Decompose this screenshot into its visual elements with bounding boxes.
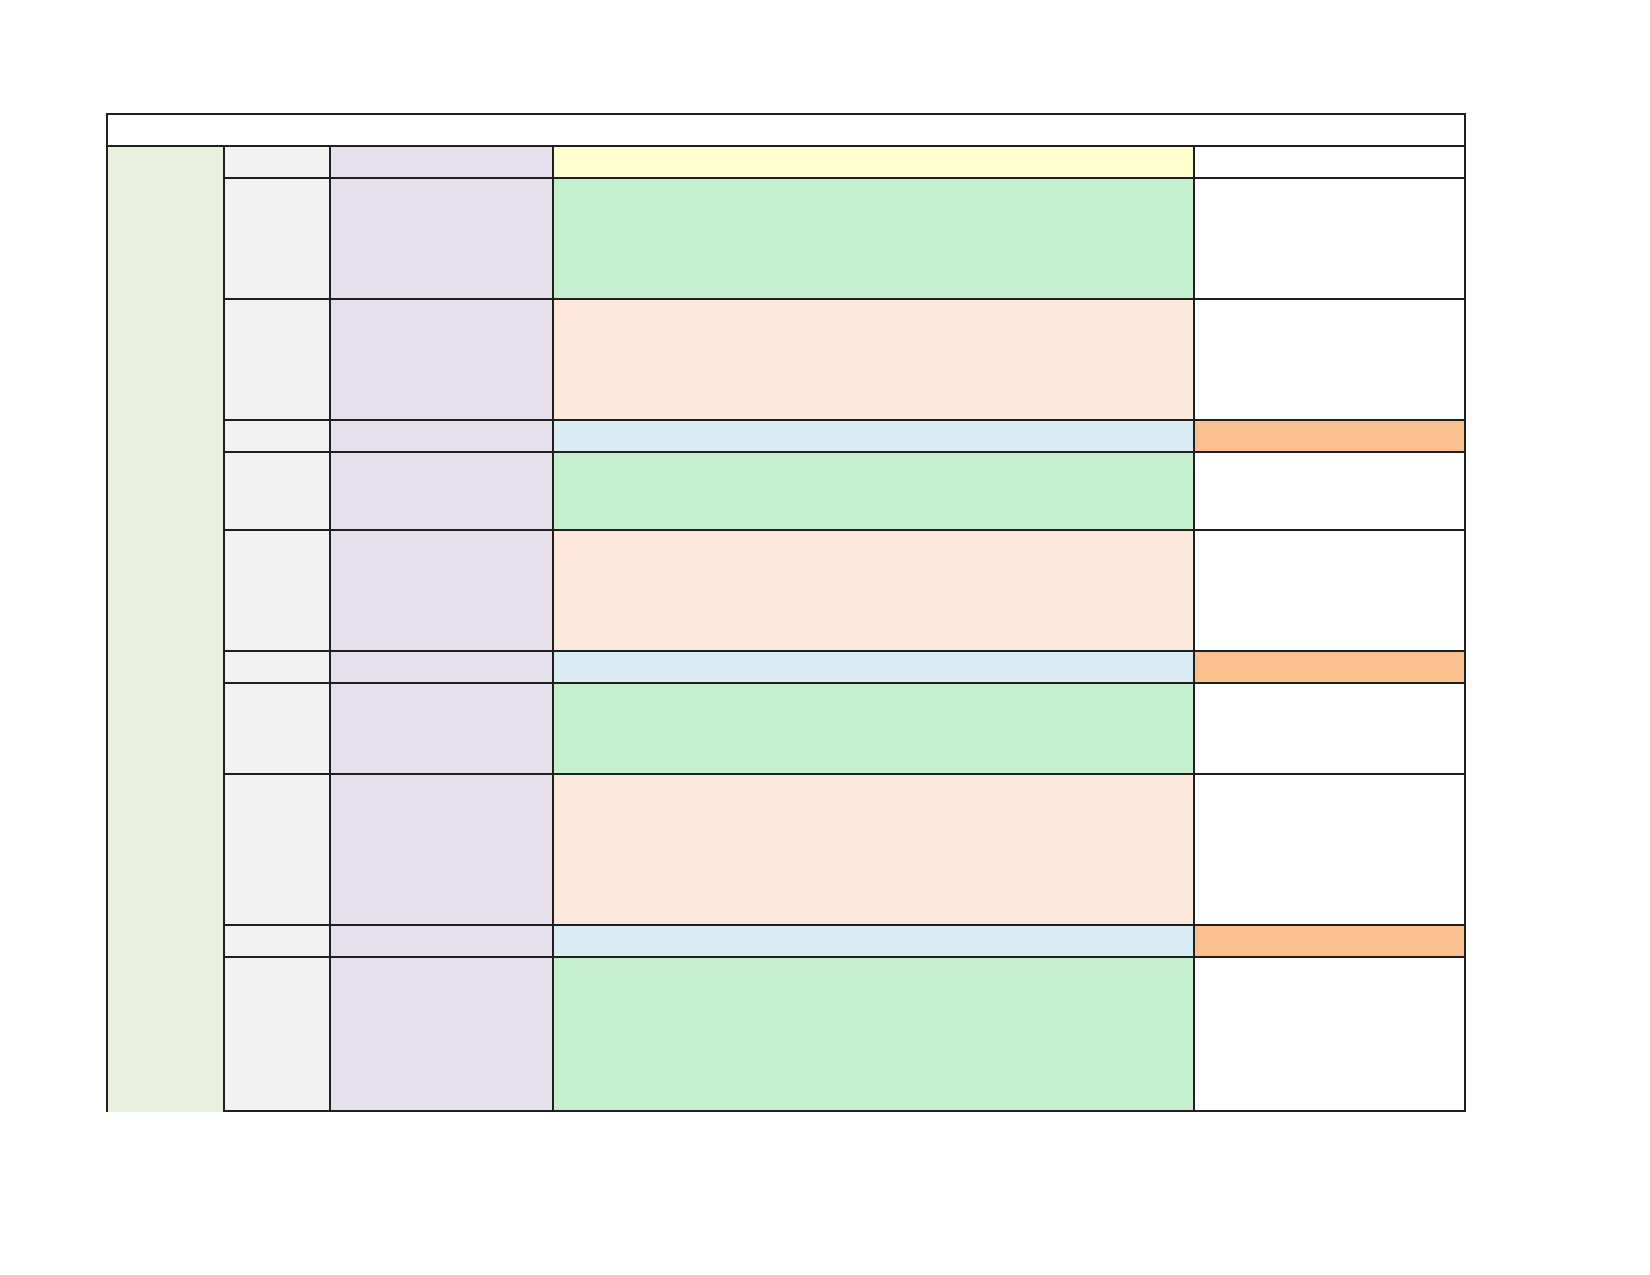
- row-5-label-cell[interactable]: [329, 451, 554, 531]
- row-2-main-cell[interactable]: [552, 177, 1195, 300]
- row-10-note-cell[interactable]: [1193, 924, 1466, 958]
- row-7-note-cell[interactable]: [1193, 650, 1466, 684]
- row-5-main-cell[interactable]: [552, 451, 1195, 531]
- row-6-main-cell[interactable]: [552, 529, 1195, 652]
- row-3-index-cell[interactable]: [223, 298, 331, 421]
- row-4-main-cell[interactable]: [552, 419, 1195, 453]
- row-11-note-cell[interactable]: [1193, 956, 1466, 1112]
- row-9-index-cell[interactable]: [223, 773, 331, 926]
- row-1-index-cell[interactable]: [223, 145, 331, 179]
- row-11-main-cell[interactable]: [552, 956, 1195, 1112]
- row-6-index-cell[interactable]: [223, 529, 331, 652]
- row-11-label-cell[interactable]: [329, 956, 554, 1112]
- row-2-note-cell[interactable]: [1193, 177, 1466, 300]
- row-9-label-cell[interactable]: [329, 773, 554, 926]
- row-1-label-cell[interactable]: [329, 145, 554, 179]
- spreadsheet-grid: [106, 113, 1466, 1112]
- row-7-index-cell[interactable]: [223, 650, 331, 684]
- row-7-main-cell[interactable]: [552, 650, 1195, 684]
- row-10-label-cell[interactable]: [329, 924, 554, 958]
- row-1-main-cell[interactable]: [552, 145, 1195, 179]
- row-6-note-cell[interactable]: [1193, 529, 1466, 652]
- row-4-label-cell[interactable]: [329, 419, 554, 453]
- row-10-index-cell[interactable]: [223, 924, 331, 958]
- row-5-index-cell[interactable]: [223, 451, 331, 531]
- row-8-note-cell[interactable]: [1193, 682, 1466, 775]
- row-3-note-cell[interactable]: [1193, 298, 1466, 421]
- row-4-index-cell[interactable]: [223, 419, 331, 453]
- row-9-main-cell[interactable]: [552, 773, 1195, 926]
- row-4-note-cell[interactable]: [1193, 419, 1466, 453]
- row-3-label-cell[interactable]: [329, 298, 554, 421]
- side-column[interactable]: [106, 145, 225, 1112]
- row-7-label-cell[interactable]: [329, 650, 554, 684]
- row-2-label-cell[interactable]: [329, 177, 554, 300]
- row-9-note-cell[interactable]: [1193, 773, 1466, 926]
- row-8-main-cell[interactable]: [552, 682, 1195, 775]
- title-cell[interactable]: [106, 113, 1466, 147]
- row-10-main-cell[interactable]: [552, 924, 1195, 958]
- row-3-main-cell[interactable]: [552, 298, 1195, 421]
- row-5-note-cell[interactable]: [1193, 451, 1466, 531]
- row-11-index-cell[interactable]: [223, 956, 331, 1112]
- row-2-index-cell[interactable]: [223, 177, 331, 300]
- row-6-label-cell[interactable]: [329, 529, 554, 652]
- row-8-label-cell[interactable]: [329, 682, 554, 775]
- row-1-note-cell[interactable]: [1193, 145, 1466, 179]
- row-8-index-cell[interactable]: [223, 682, 331, 775]
